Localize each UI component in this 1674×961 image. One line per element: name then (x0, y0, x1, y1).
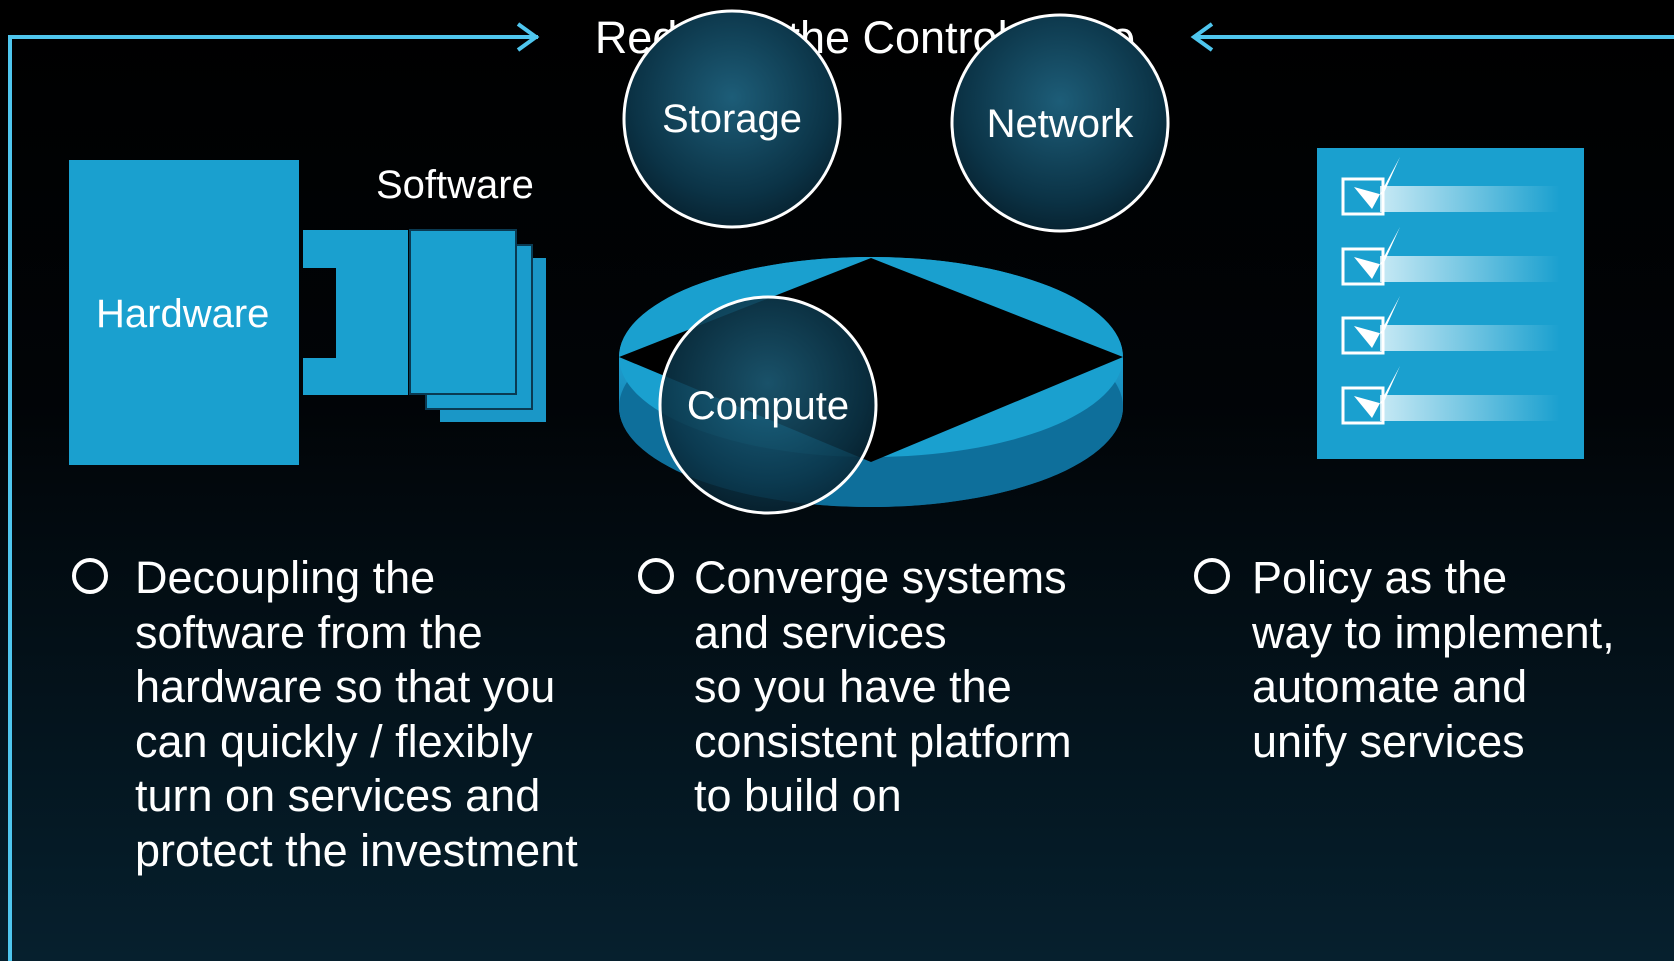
bullet-line: to build on (694, 770, 902, 821)
software-connector (303, 230, 408, 395)
checklist-row (1341, 157, 1560, 216)
compute-circle (658, 295, 878, 515)
bullet-line: unify services (1252, 715, 1525, 767)
network-label: Network (986, 102, 1134, 146)
bullet-line: hardware so that you (135, 661, 556, 712)
bullet-line: can quickly / flexibly (135, 715, 533, 767)
storage-label: Storage (661, 97, 803, 141)
bullet-marker (638, 558, 674, 594)
checklist-row (1341, 296, 1560, 355)
bullet-line: way to implement, (1252, 606, 1615, 658)
bullet-converge: Converge systems and services so you hav… (694, 551, 1072, 824)
bullet-line: turn on services and (135, 770, 541, 821)
network-circle (950, 13, 1170, 233)
compute-label: Compute (686, 384, 850, 428)
bullet-line: Converge systems (694, 552, 1067, 603)
bullet-line: automate and (1252, 661, 1528, 712)
left-arrow-head (516, 22, 540, 52)
software-page-front (409, 229, 517, 395)
hardware-block (69, 160, 299, 465)
bullet-line: software from the (135, 606, 483, 658)
checklist-row (1341, 366, 1560, 425)
bullet-line: protect the investment (135, 824, 578, 876)
storage-circle (622, 9, 842, 229)
bullet-decoupling: Decoupling the software from the hardwar… (135, 551, 578, 878)
bullet-line: and services (694, 606, 947, 658)
bullet-line: consistent platform (694, 715, 1072, 767)
hardware-label: Hardware (96, 292, 270, 336)
bullet-line: Decoupling the (135, 552, 436, 603)
hardware-software-graphic (69, 160, 546, 465)
bullet-line: Policy as the (1252, 552, 1508, 603)
software-label: Software (376, 163, 534, 207)
checklist-row (1341, 227, 1560, 286)
checklist-icon (1317, 148, 1584, 459)
bullet-policy: Policy as the way to implement, automate… (1252, 551, 1615, 769)
right-arrow-head (1190, 22, 1214, 52)
bullet-marker (72, 558, 108, 594)
bullet-marker (1194, 558, 1230, 594)
bullet-line: so you have the (694, 661, 1012, 712)
frame-left-line (8, 35, 538, 961)
